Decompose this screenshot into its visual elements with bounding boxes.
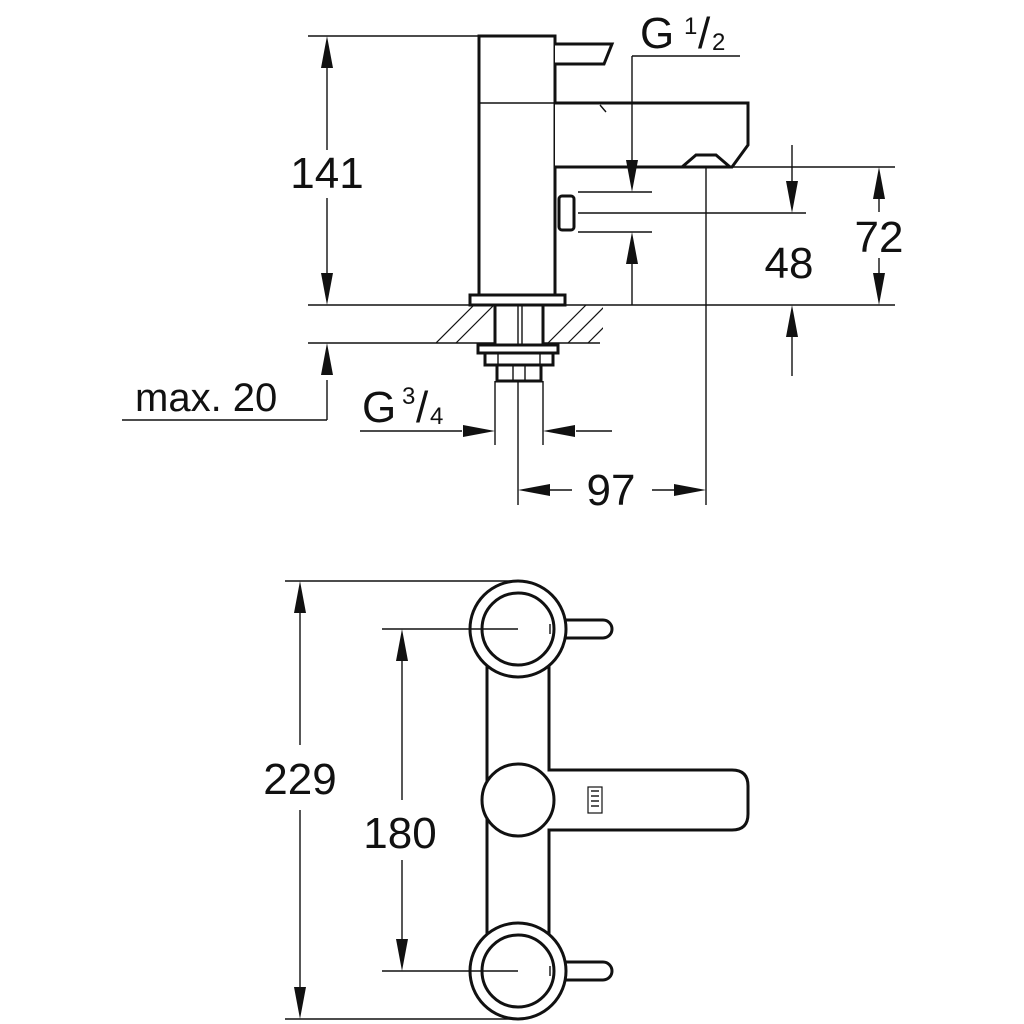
inlet-thread-den: 2 [712, 29, 725, 56]
inlet-thread-G: G [640, 9, 674, 58]
diverter-knob [557, 194, 576, 232]
mounting-shank [493, 303, 545, 347]
spout [555, 101, 750, 169]
outlet-thread-num: 3 [402, 383, 415, 410]
outlet-thread-slash: / [416, 383, 429, 432]
outlet-connector [495, 363, 543, 383]
outlet-thread-G: G [362, 383, 396, 432]
outlet-thread-den: 4 [430, 403, 443, 430]
lever-handle [555, 42, 615, 66]
inlet-thread-slash: / [698, 9, 711, 58]
dim-inlet-48: 48 [765, 239, 814, 288]
side-view: 141 G 1 / 2 48 72 max. 20 [122, 9, 910, 515]
top-view: 229 180 [263, 579, 750, 1021]
mixer-body [477, 34, 557, 297]
dim-width-229: 229 [263, 755, 336, 804]
counter-hatching [436, 305, 603, 343]
aerator [681, 153, 731, 169]
top-center-body [480, 762, 556, 838]
dim-height-141: 141 [290, 149, 363, 198]
dim-center-180: 180 [363, 809, 436, 858]
lock-nut-2 [483, 351, 555, 367]
brand-logo [587, 786, 603, 814]
dim-spout-72: 72 [855, 213, 904, 262]
dim-projection-97: 97 [587, 466, 636, 515]
inlet-thread-num: 1 [684, 13, 697, 40]
dim-max-20: max. 20 [135, 376, 277, 420]
